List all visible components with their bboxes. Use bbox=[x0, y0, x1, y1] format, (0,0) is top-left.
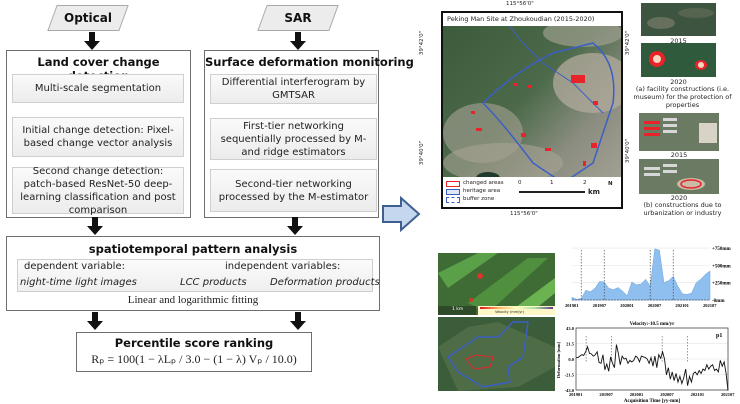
example-b-2015-year: 2015 bbox=[670, 151, 688, 159]
down-arrow-left bbox=[87, 312, 103, 330]
big-right-arrow-icon bbox=[382, 196, 421, 232]
step-second-tier: Second-tier networking processed by the … bbox=[210, 169, 377, 212]
y-tick-label: -21.5 bbox=[565, 373, 575, 378]
main-map-lon-top: 115°56'0" bbox=[506, 1, 534, 7]
scale-tick-1: 1 bbox=[550, 180, 554, 186]
optical-input-label: Optical bbox=[64, 11, 112, 25]
step-initial-change: Initial change detection: Pixel-based ch… bbox=[12, 117, 184, 157]
main-map-lat-top: 39°42'0" bbox=[419, 30, 426, 56]
example-a-caption: (a) facility constructions (i.e. museum)… bbox=[633, 85, 732, 109]
deformation-panel: Surface deformation monitoring Different… bbox=[204, 50, 414, 218]
legend-heritage-label: heritage area bbox=[463, 188, 501, 194]
main-map-lon-bottom: 115°56'0" bbox=[510, 211, 538, 217]
x-tick-label: 201901 bbox=[569, 392, 583, 397]
down-arrow-landcover bbox=[87, 217, 103, 235]
step-segmentation: Multi-scale segmentation bbox=[12, 74, 184, 103]
colorbar-label: Velocity (mm/yr) bbox=[495, 310, 525, 314]
example-b-2020-year: 2020 bbox=[670, 194, 688, 202]
down-arrow-right bbox=[290, 312, 306, 330]
variables-box bbox=[17, 259, 373, 292]
area-series bbox=[571, 248, 711, 301]
sar-input-label: SAR bbox=[284, 11, 312, 25]
example-a-2020-image[interactable] bbox=[641, 43, 716, 77]
x-tick-label: 201907 bbox=[599, 392, 613, 397]
main-map[interactable]: Peking Man Site at Zhoukoudian (2015-202… bbox=[441, 11, 623, 209]
example-a-2015-year: 2015 bbox=[670, 37, 687, 45]
x-tick-label: 202007 bbox=[660, 392, 674, 397]
chart-title: Velocity:-10.5 mm/yr bbox=[630, 322, 676, 327]
legend-buffer-label: buffer zone bbox=[463, 196, 495, 202]
heritage-deformation-map[interactable] bbox=[438, 317, 555, 391]
deformation-title: Surface deformation monitoring bbox=[205, 55, 414, 69]
main-map-imagery bbox=[443, 13, 621, 207]
series-label: p1 bbox=[716, 333, 722, 339]
y-axis-label: Deformation [mm] bbox=[556, 341, 561, 378]
legend-buffer-swatch bbox=[446, 197, 460, 203]
main-map-lat-bottom: 39°40'0" bbox=[419, 140, 426, 166]
ranking-panel: Percentile score ranking Rₚ = 100(1 − λL… bbox=[76, 332, 312, 372]
scale-bar bbox=[519, 191, 585, 193]
examples-lat-top: 39°42'0" bbox=[625, 30, 632, 56]
example-b-2015-image[interactable] bbox=[639, 113, 719, 151]
independent-label: independent variables: bbox=[225, 261, 341, 272]
y-tick-label: 0.0 bbox=[568, 357, 574, 362]
scale-tick-2: 2 bbox=[583, 180, 587, 186]
legend-changed-swatch bbox=[446, 181, 460, 187]
example-b-2020-image[interactable] bbox=[639, 159, 719, 194]
deformation-line-chart: Velocity:-10.5 mm/yr p1 43.0 21.5 0.0 -21.5 -4… bbox=[556, 322, 735, 404]
x-tick-label: 202007 bbox=[648, 303, 662, 308]
x-tick-label: 202101 bbox=[691, 392, 705, 397]
plot-frame bbox=[575, 327, 729, 391]
north-arrow-icon: N bbox=[608, 181, 613, 187]
x-tick-label: 202001 bbox=[630, 392, 644, 397]
step-interferogram: Differential interferogram by GMTSAR bbox=[210, 74, 377, 104]
main-map-title: Peking Man Site at Zhoukoudian (2015-202… bbox=[447, 15, 595, 23]
x-tick-label: 202107 bbox=[703, 303, 717, 308]
example-a-2020-year: 2020 bbox=[670, 78, 687, 86]
velocity-map[interactable] bbox=[438, 253, 555, 315]
y-tick-label: +750mm bbox=[712, 247, 732, 252]
spatiotemporal-title: spatiotemporal pattern analysis bbox=[88, 242, 298, 256]
down-arrow-deformation bbox=[287, 217, 303, 235]
ranking-title: Percentile score ranking bbox=[114, 336, 274, 350]
x-tick-label: 202107 bbox=[721, 392, 735, 397]
x-tick-label: 202101 bbox=[675, 303, 689, 308]
y-tick-label: -43.0 bbox=[565, 388, 575, 393]
x-tick-label: 202001 bbox=[620, 303, 634, 308]
fitting-label: Linear and logarithmic fitting bbox=[127, 294, 259, 306]
legend-heritage-swatch bbox=[446, 189, 460, 195]
y-tick-label: 21.5 bbox=[566, 342, 575, 347]
x-tick-label: 201901 bbox=[565, 303, 579, 308]
y-tick-label: -0mm bbox=[712, 299, 725, 304]
independent-item-deformation: Deformation products bbox=[270, 277, 380, 288]
y-tick-label: +500mm bbox=[712, 264, 732, 269]
down-arrow-optical bbox=[84, 32, 100, 50]
y-tick-label: +250mm bbox=[712, 282, 732, 287]
step-first-tier: First-tier networking sequentially proce… bbox=[210, 118, 377, 160]
scale-unit: km bbox=[588, 188, 600, 196]
legend-changed-label: changed areas bbox=[463, 180, 504, 186]
example-a-2015-image[interactable] bbox=[641, 3, 716, 36]
step-second-change: Second change detection: patch-based Res… bbox=[12, 166, 184, 216]
velocity-map-scale: 1 km bbox=[452, 307, 464, 312]
dependent-label: dependent variable: bbox=[24, 261, 125, 272]
area-chart: -0mm +250mm +500mm +750mm 201901 201907 202001… bbox=[565, 247, 732, 308]
examples-lat-bottom: 39°40'0" bbox=[625, 138, 632, 164]
example-b-caption: (b) constructions due to urbanization or… bbox=[643, 201, 722, 217]
y-tick-label: 43.0 bbox=[566, 326, 575, 331]
x-tick-label: 201907 bbox=[593, 303, 607, 308]
ranking-formula: Rₚ = 100(1 − λLₚ / 3.0 − (1 − λ) Vₚ / 10… bbox=[91, 352, 297, 366]
land-cover-panel: Land cover change detection Multi-scale … bbox=[6, 50, 191, 218]
down-arrow-sar bbox=[290, 32, 306, 50]
spatiotemporal-panel: spatiotemporal pattern analysis dependen… bbox=[6, 236, 380, 311]
deformation-series bbox=[576, 344, 729, 391]
scale-tick-0: 0 bbox=[518, 180, 522, 186]
x-axis-label: Acquisition Time [yy-mm] bbox=[624, 399, 681, 404]
independent-item-lcc: LCC products bbox=[180, 277, 247, 288]
dependent-item-ntl: night-time light images bbox=[20, 277, 137, 288]
